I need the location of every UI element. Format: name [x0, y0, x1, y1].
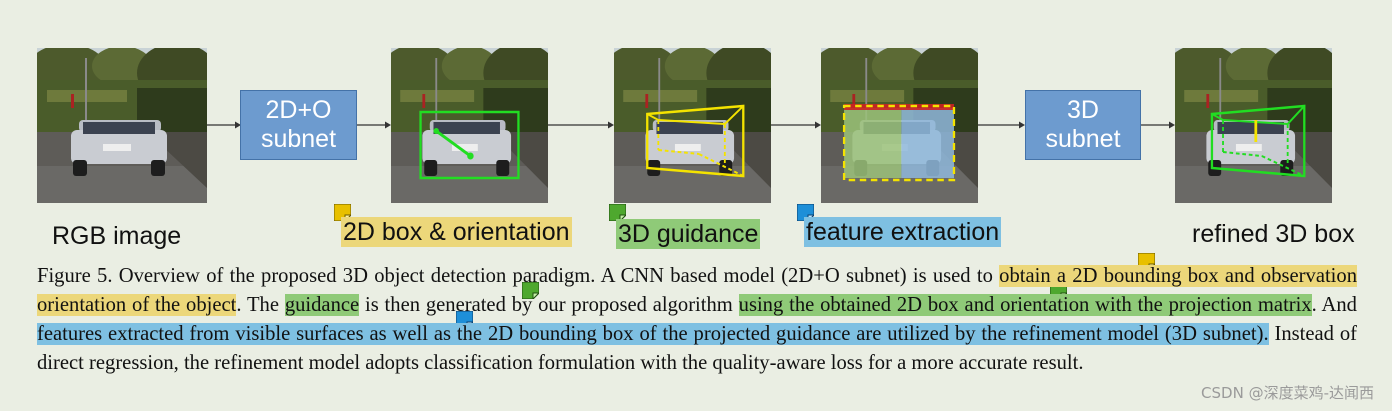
guidance-panel	[614, 48, 771, 203]
feature-panel	[821, 48, 978, 203]
caption-green-short: guidance	[284, 294, 360, 316]
caption-mid1: . The	[236, 294, 285, 316]
arrow-3	[548, 121, 614, 129]
caption-mid2: is then generated by our proposed algori…	[359, 294, 739, 316]
subnet-2do-box: 2D+O subnet	[240, 90, 357, 160]
watermark: CSDN @深度菜鸡-达闻西	[1201, 384, 1374, 402]
caption-green-long: using the obtained 2D box and orientatio…	[738, 294, 1312, 316]
subnet-3d-line1: 3D	[1067, 96, 1099, 124]
label-2d-box-orientation: 2D box & orientation	[341, 217, 572, 247]
arrow-1	[207, 121, 241, 129]
refined-panel	[1175, 48, 1332, 203]
arrow-6	[1141, 121, 1175, 129]
caption-mid3: . And	[1311, 294, 1357, 316]
arrow-5	[978, 121, 1025, 129]
label-feature-extraction: feature extraction	[804, 217, 1002, 247]
rgb-image-panel	[37, 48, 207, 203]
subnet-2do-line1: 2D+O	[265, 96, 332, 124]
arrow-2	[357, 121, 391, 129]
subnet-3d-box: 3D subnet	[1025, 90, 1141, 160]
subnet-2do-line2: subnet	[260, 125, 337, 153]
subnet-3d-line2: subnet	[1045, 125, 1121, 153]
label-refined-3d-box: refined 3D box	[1192, 220, 1355, 248]
label-rgb-image: RGB image	[52, 222, 182, 250]
caption-suffix: Instead of direct regression, the refine…	[37, 323, 1358, 374]
caption-blue-highlight: features extracted from visible surfaces…	[37, 323, 1269, 345]
green-note-icon-caption-1	[522, 282, 539, 299]
green-note-icon	[609, 204, 626, 221]
label-3d-guidance: 3D guidance	[616, 219, 761, 249]
figure-caption: Figure 5. Overview of the proposed 3D ob…	[37, 262, 1357, 378]
box-orientation-panel	[391, 48, 548, 203]
caption-prefix: Figure 5. Overview of the proposed 3D ob…	[37, 265, 1000, 287]
arrow-4	[771, 121, 821, 129]
